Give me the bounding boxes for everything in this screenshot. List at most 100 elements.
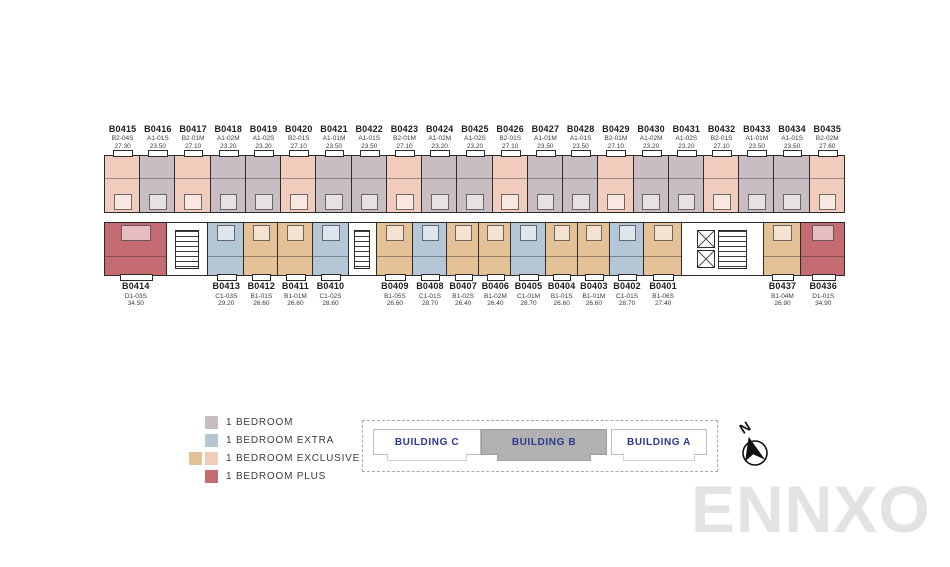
unit-area: 23.20 xyxy=(466,142,484,150)
unit-b0406[interactable] xyxy=(478,222,512,282)
unit-b0423[interactable] xyxy=(385,150,423,214)
unit-b0404[interactable] xyxy=(544,222,578,282)
unit-area: 27.10 xyxy=(713,142,730,150)
unit-b0425[interactable] xyxy=(456,150,493,214)
unit-b0437[interactable] xyxy=(762,222,802,282)
unit-id: B0416 xyxy=(144,124,172,134)
unit-b0414[interactable] xyxy=(104,222,167,282)
unit-type-code: A1-02S xyxy=(675,135,698,143)
balcony-tab xyxy=(183,150,204,158)
unit-b0432[interactable] xyxy=(702,150,740,214)
bathroom xyxy=(325,193,344,211)
unit-type-code: B1-01S xyxy=(250,292,273,300)
room-divider xyxy=(644,255,682,257)
bathroom xyxy=(455,225,472,241)
unit-id: B0420 xyxy=(285,124,313,134)
bathroom xyxy=(653,225,673,241)
unit-b0411[interactable] xyxy=(277,222,313,282)
bathroom xyxy=(120,225,151,241)
unit-b0401[interactable] xyxy=(643,222,683,282)
unit-id: B0418 xyxy=(214,124,243,134)
unit-b0427[interactable] xyxy=(526,150,564,214)
room-divider xyxy=(422,177,457,179)
unit-b0429[interactable] xyxy=(597,150,634,214)
unit-id: B0412 xyxy=(247,281,276,292)
unit-type-code: A1-01M xyxy=(745,135,769,143)
unit-type-code: A1-01M xyxy=(322,135,346,143)
unit-b0403[interactable] xyxy=(576,222,611,282)
unit-b0433[interactable] xyxy=(738,150,775,214)
bathroom xyxy=(360,193,379,211)
unit-area: 23.20 xyxy=(220,142,237,150)
unit-b0428[interactable] xyxy=(562,150,599,214)
unit-b0415[interactable] xyxy=(104,150,141,214)
unit-b0422[interactable] xyxy=(350,150,387,214)
building-tab-c[interactable]: BUILDING C xyxy=(373,429,481,461)
unit-type-code: B2-01M xyxy=(181,135,205,143)
unit-b0408[interactable] xyxy=(411,222,448,282)
unit-b0430[interactable] xyxy=(632,150,669,214)
unit-b0417[interactable] xyxy=(174,150,211,214)
unit-type-code: B2-02M xyxy=(815,135,839,143)
unit-b0424[interactable] xyxy=(421,150,458,214)
unit-b0419[interactable] xyxy=(244,150,282,214)
legend-swatches xyxy=(186,451,218,465)
unit-id: B0419 xyxy=(249,124,278,134)
building-tab-a[interactable]: BUILDING A xyxy=(611,429,707,461)
unit-b0421[interactable] xyxy=(315,150,352,214)
unit-area: 23.20 xyxy=(431,142,448,150)
staircase-icon xyxy=(718,229,748,269)
unit-b0435[interactable] xyxy=(808,150,845,214)
balcony-tab xyxy=(454,274,473,282)
unit-b0436[interactable] xyxy=(800,222,845,282)
room-divider xyxy=(208,255,244,257)
unit-area: 27.10 xyxy=(396,142,413,150)
building-tab-b[interactable]: BUILDING B xyxy=(481,429,607,461)
unit-b0409[interactable] xyxy=(375,222,413,282)
unit-b0412[interactable] xyxy=(243,222,279,282)
unit-b0410[interactable] xyxy=(311,222,349,282)
unit-area: 28.60 xyxy=(322,300,339,308)
bathroom xyxy=(618,225,636,241)
bottom-unit-column xyxy=(165,222,209,307)
unit-b0402[interactable] xyxy=(609,222,645,282)
room-divider xyxy=(457,177,492,179)
unit-area: 26.60 xyxy=(553,300,570,308)
unit-b0431[interactable] xyxy=(667,150,704,214)
unit-b0405[interactable] xyxy=(510,222,546,282)
unit-b0420[interactable] xyxy=(280,150,317,214)
unit-id: B0405 xyxy=(514,281,543,292)
legend-color-swatch xyxy=(205,469,218,483)
corridor xyxy=(105,213,845,223)
unit-area: 34.50 xyxy=(127,300,144,308)
unit-b0416[interactable] xyxy=(139,150,176,214)
unit-b0413[interactable] xyxy=(207,222,245,282)
unit-type-code: B1-05S xyxy=(384,292,406,300)
unit-b0418[interactable] xyxy=(209,150,246,214)
unit-b0407[interactable] xyxy=(446,222,480,282)
unit-b0426[interactable] xyxy=(491,150,528,214)
building-tab-label: BUILDING C xyxy=(394,436,460,448)
balcony-tab xyxy=(286,274,306,282)
unit-area: 27.10 xyxy=(184,142,202,150)
elevator-icon xyxy=(697,230,716,249)
unit-area: 29.20 xyxy=(218,300,235,308)
unit-b0434[interactable] xyxy=(773,150,810,214)
